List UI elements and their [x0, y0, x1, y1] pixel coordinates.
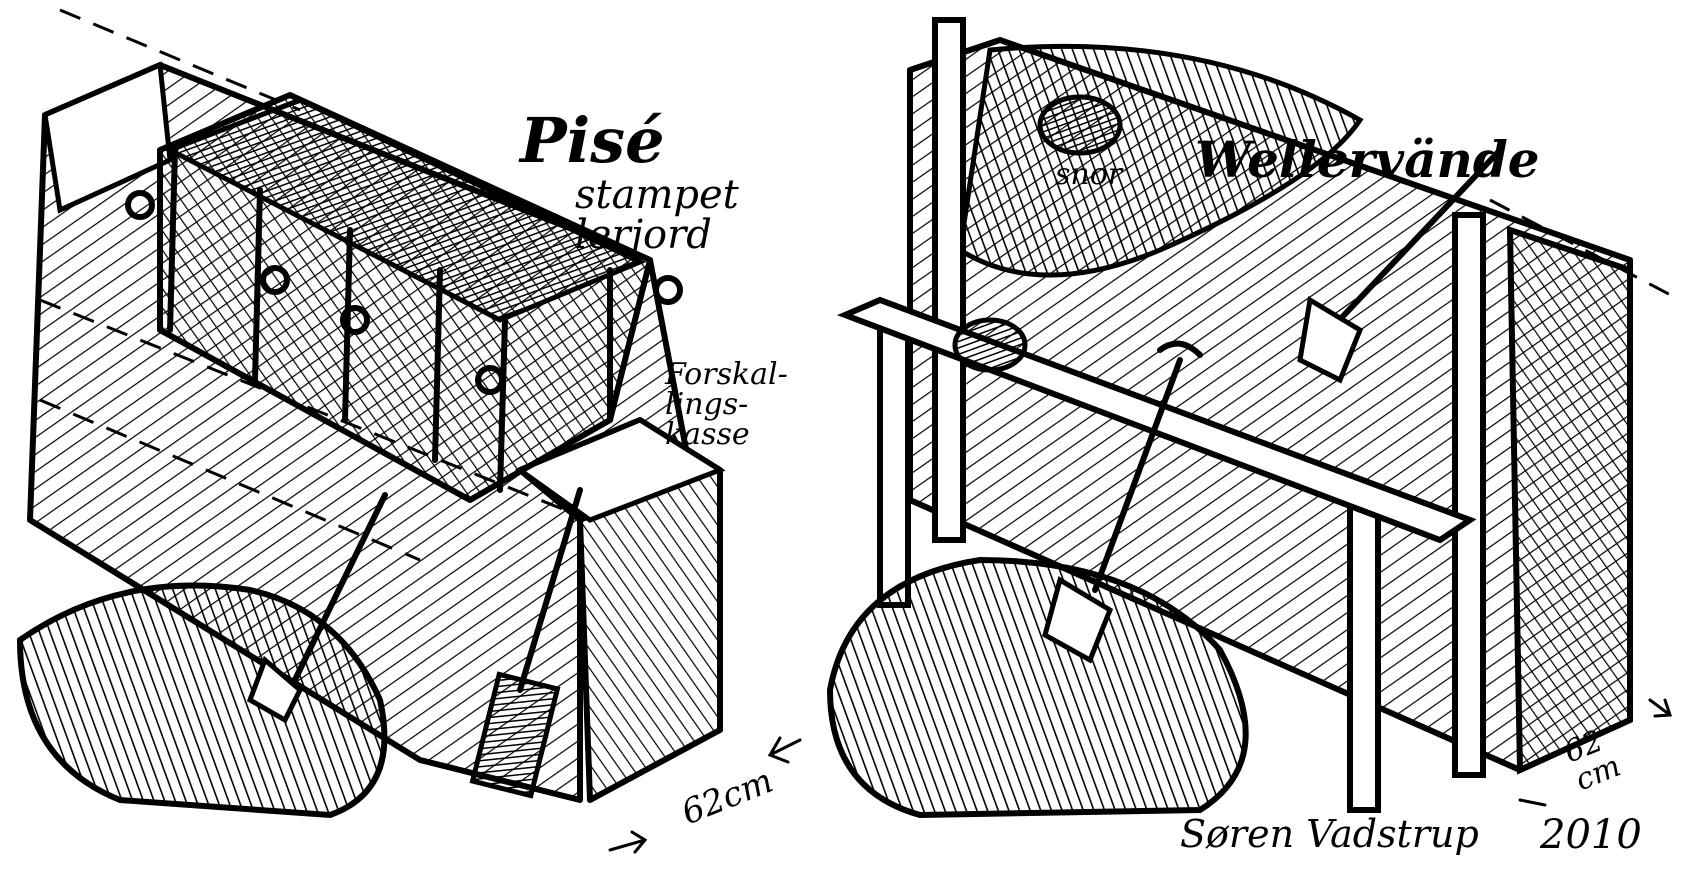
earth-pile-right	[826, 556, 1249, 819]
string-roll	[1037, 94, 1123, 156]
dim-arrow	[608, 830, 648, 854]
shovel-right	[1042, 340, 1203, 664]
layer-line	[39, 398, 421, 562]
formwork-box	[125, 92, 683, 503]
guide-line-top-left	[59, 8, 301, 112]
label-snor: snor	[1055, 157, 1123, 192]
signature-year: 2010	[1540, 812, 1642, 858]
weller-drawing	[826, 17, 1681, 819]
string-roll	[952, 317, 1028, 373]
dim-arrow	[1518, 798, 1547, 807]
post	[1347, 487, 1381, 813]
shovel-left	[246, 492, 388, 724]
title-wellervaende: Wellervände	[1195, 130, 1540, 189]
subtitle-stampet-lerjord: stampet lerjord	[575, 172, 739, 258]
tamper	[469, 487, 583, 799]
dim-arrow	[767, 736, 802, 764]
post	[932, 17, 966, 543]
spade-right-top	[1297, 147, 1503, 384]
pise-drawing	[16, 8, 802, 854]
dim-arrow	[1648, 698, 1673, 718]
label-forskallingskasse: Forskal- lings- kasse	[665, 357, 788, 452]
signature: Søren Vadstrup	[1180, 812, 1479, 856]
post	[1452, 212, 1486, 778]
earth-pile-left	[16, 582, 388, 819]
weller-wall-end	[1506, 225, 1633, 775]
post	[877, 312, 911, 608]
title-pise: Pisé	[520, 104, 665, 177]
